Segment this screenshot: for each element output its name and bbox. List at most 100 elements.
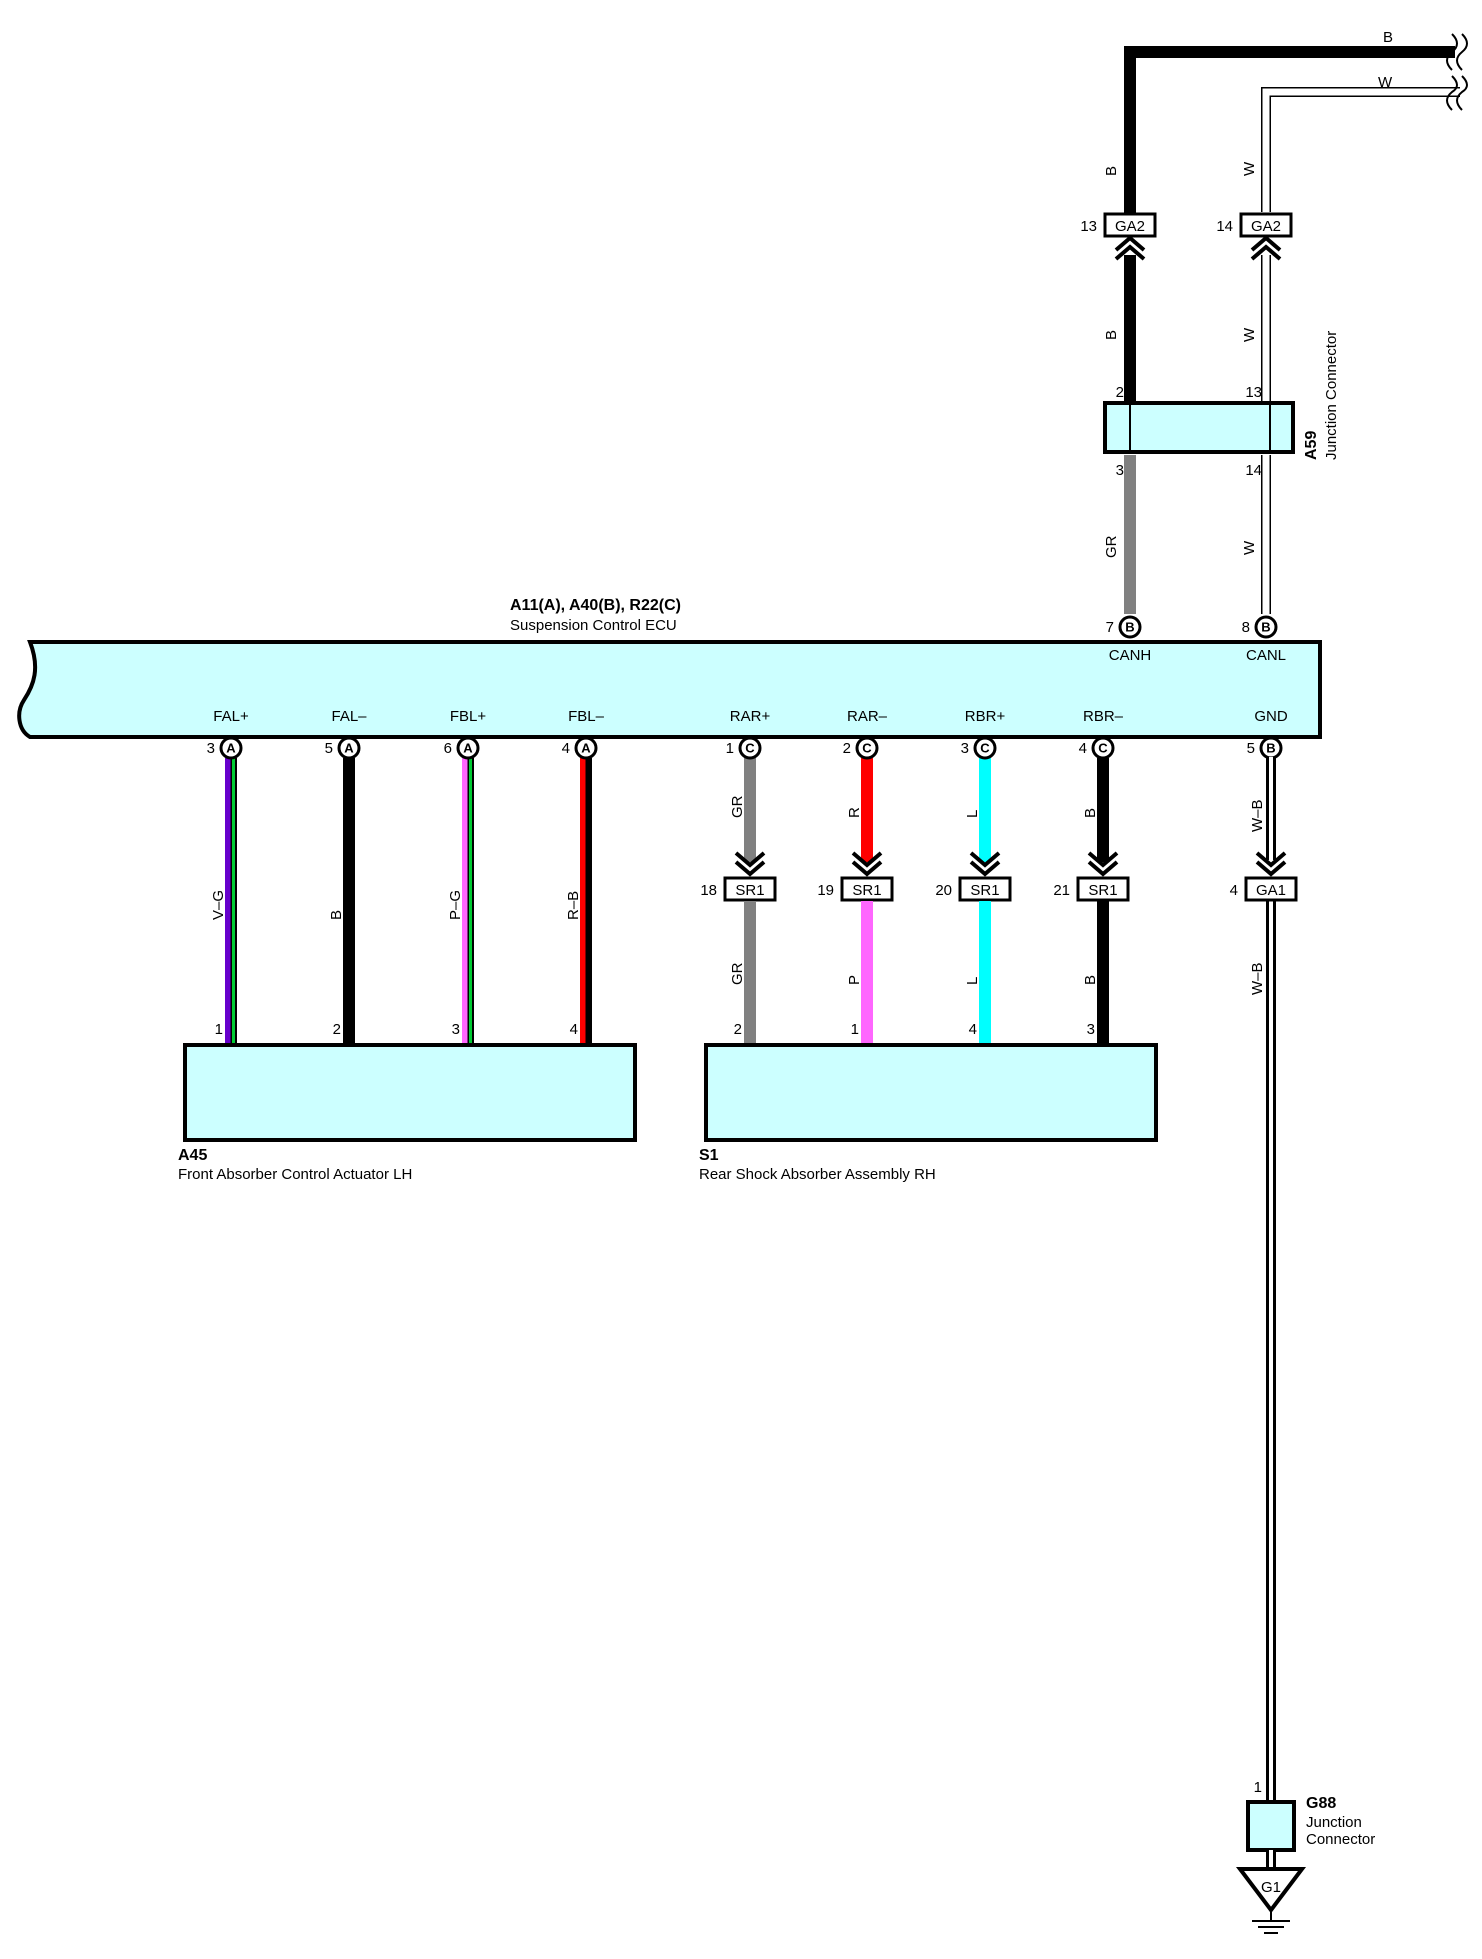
a59-pin-3: 3 [1116,462,1124,479]
a59-name: Junction Connector [1323,331,1340,460]
terminal-fal-minus-letter: A [344,741,354,756]
sr1-arrow-a [734,851,766,868]
a45-code: A45 [178,1147,207,1164]
sr1-arrow-b [1087,860,1119,877]
gnd-wire: GA1 4 [1230,757,1298,1800]
a45-pin-2: 2 [333,1021,341,1038]
s1-name: Rear Shock Absorber Assembly RH [699,1166,936,1183]
ecu-title: A11(A), A40(B), R22(C) [510,597,681,614]
terminal-rar-plus-letter: C [745,741,755,756]
g88-pin: 1 [1254,1779,1262,1796]
terminal-canh-name: CANH [1109,647,1152,664]
terminal-fal-minus-circle [337,736,361,760]
sr1-label-21: SR1 [1088,882,1117,899]
sr1-arrow-b [969,860,1001,877]
a45-name: Front Absorber Control Actuator LH [178,1166,412,1183]
wire-break-marks [1446,33,1468,111]
terminal-fal-plus-pin: 3 [207,740,215,757]
canh-wire3-label: GR [1103,535,1120,558]
sr1-pin-21: 21 [1053,882,1070,899]
terminal-fal-plus-name: FAL+ [213,708,249,725]
front-wire-4-label: R–B [565,891,582,920]
rear-wire-lower-2-label: P [846,975,863,985]
ga2-label: GA2 [1115,218,1145,235]
terminal-rar-minus-circle [855,736,879,760]
rear-wire-upper-1-label: GR [729,795,746,818]
ga1-label: GA1 [1256,882,1286,899]
canh-wire [1124,46,1455,614]
terminal-gnd-name: GND [1254,708,1288,725]
terminal-rar-plus-pin: 1 [726,740,734,757]
terminal-fbl-minus-name: FBL– [568,708,605,725]
s1-pin-1: 1 [851,1021,859,1038]
terminal-rbr-plus-letter: C [980,741,990,756]
sr1-pin-18: 18 [700,882,717,899]
terminal-canh-letter: B [1125,620,1134,635]
ground-label: G1 [1261,1879,1281,1896]
s1-pin-2: 2 [734,1021,742,1038]
s1-body [704,1043,1158,1142]
sr1-connector-21 [1076,876,1130,902]
s1-code: S1 [699,1147,719,1164]
terminal-fbl-plus-circle [456,736,480,760]
terminal-fbl-minus-letter: A [581,741,591,756]
sr1-arrow-b [734,860,766,877]
sr1-label-19: SR1 [852,882,881,899]
terminal-gnd-pin: 5 [1247,740,1255,757]
canl-wire1-label: W [1241,161,1258,176]
terminal-fbl-plus-pin: 6 [444,740,452,757]
terminal-canl-pin: 8 [1242,619,1250,636]
ga2-pin: 14 [1216,218,1233,235]
terminal-rar-minus-letter: C [862,741,872,756]
rear-wire-lower-4-label: B [1082,975,1099,985]
canh-wire1-label: B [1103,166,1120,176]
terminal-canh-circle [1118,615,1142,639]
terminal-rbr-minus-letter: C [1098,741,1108,756]
sr1-pin-19: 19 [817,882,834,899]
canh-top-label: B [1383,29,1393,46]
sr1-pin-20: 20 [935,882,952,899]
terminal-fal-minus-pin: 5 [325,740,333,757]
sr1-label-20: SR1 [970,882,999,899]
terminal-fbl-minus-pin: 4 [562,740,570,757]
canl-wire2-label: W [1241,327,1258,342]
terminal-fal-plus-letter: A [226,741,236,756]
a45-pin-3: 3 [452,1021,460,1038]
a45-pin-4: 4 [570,1021,578,1038]
rear-wire-upper-4-label: B [1082,808,1099,818]
sr1-arrow-a [969,851,1001,868]
rear-wire-upper-3-label: L [964,810,981,818]
terminal-rbr-minus-name: RBR– [1083,708,1124,725]
terminal-rbr-plus-name: RBR+ [965,708,1006,725]
canh-wire2-label: B [1103,330,1120,340]
front-wires: V–G1FAL+B2FAL–P–G3FBL+R–B4FBL– [210,758,605,1068]
front-wire-3-label: P–G [447,890,464,920]
terminal-gnd-letter: B [1266,741,1275,756]
ecu-bottom-terminals: FAL+A3FAL–A5FBL+A6FBL–A4RAR+C1RAR–C2RBR+… [207,708,1288,760]
terminal-canl-name: CANL [1246,647,1286,664]
g88-code: G88 [1306,1795,1336,1812]
ga2-canh-connector: GA2 13 [1080,212,1157,261]
rear-wire-lower-1-label: GR [729,962,746,985]
sr1-connector-20 [958,876,1012,902]
terminal-rar-minus-pin: 2 [843,740,851,757]
sr1-label-18: SR1 [735,882,764,899]
gnd-wire1-label: W–B [1249,799,1266,832]
ground-symbol: G1 [1235,1867,1307,1934]
g88-name-1: Junction [1306,1814,1362,1831]
g88-junction-connector: 1 G88 Junction Connector [1246,1779,1375,1868]
rear-wire-lower-3-label: L [964,977,981,985]
sr1-arrow-a [1087,851,1119,868]
rear-wire-upper-2-label: R [846,807,863,818]
a59-junction-connector: 2 3 13 14 A59 Junction Connector [1103,331,1340,479]
canl-wire3-label: W [1241,540,1258,555]
ecu-body [17,640,1322,739]
gnd-wire2-label: W–B [1249,962,1266,995]
terminal-rar-minus-name: RAR– [847,708,888,725]
ga2-canl-connector: GA2 14 [1216,212,1293,261]
terminal-fbl-plus-letter: A [463,741,473,756]
ga2-pin: 13 [1080,218,1097,235]
terminal-fbl-plus-name: FBL+ [450,708,487,725]
ga2-label: GA2 [1251,218,1281,235]
